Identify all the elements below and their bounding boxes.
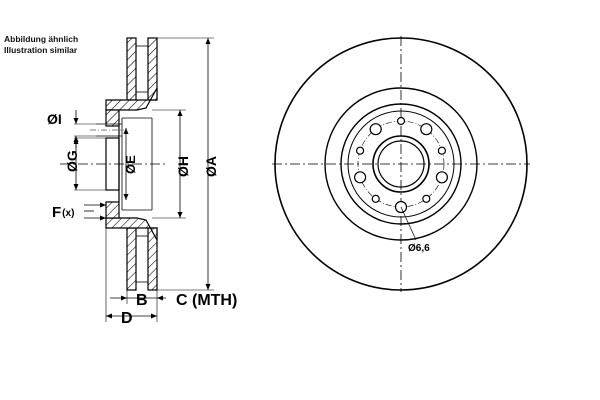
small-hole	[422, 194, 431, 203]
front-view: Ø6,6	[272, 36, 530, 292]
bolt-hole	[420, 123, 433, 136]
label-diameter-h: ØH	[175, 156, 191, 177]
label-hole-diameter: Ø6,6	[408, 243, 430, 254]
label-diameter-g: ØG	[64, 150, 80, 172]
small-hole	[396, 116, 406, 126]
friction-inner-edge	[324, 87, 478, 241]
label-diameter-i: ØI	[47, 111, 62, 127]
label-b: B	[136, 292, 148, 309]
center-bore-outer	[372, 135, 430, 193]
bolt-holes	[354, 116, 448, 214]
bolt-hole	[435, 171, 448, 184]
note-illustration-de: Abbildung ähnlich	[4, 34, 79, 44]
label-c-mth: C (MTH)	[176, 292, 237, 309]
label-d: D	[121, 310, 133, 327]
disc-outer-edge	[274, 37, 528, 291]
small-hole	[356, 146, 365, 155]
center-bore-inner	[377, 140, 425, 188]
hub-flange-ring	[347, 110, 455, 218]
top-ring-left	[126, 37, 137, 101]
small-hole	[371, 194, 380, 203]
hub-flange-top	[105, 109, 120, 127]
hub-flange-bottom	[105, 201, 120, 219]
small-hole	[437, 146, 446, 155]
note-illustration-en: Illustration similar	[4, 45, 78, 55]
bolt-hole	[369, 123, 382, 136]
top-neck	[105, 87, 158, 111]
cross-section-view: ØI ØG ØE ØH ØA	[47, 37, 237, 327]
hub-outer-edge	[340, 103, 462, 225]
label-f: F(x)	[52, 204, 74, 221]
bolt-hole	[354, 171, 367, 184]
bottom-ring-left	[126, 227, 137, 291]
label-diameter-e: ØE	[123, 155, 138, 174]
label-diameter-a: ØA	[203, 156, 219, 177]
